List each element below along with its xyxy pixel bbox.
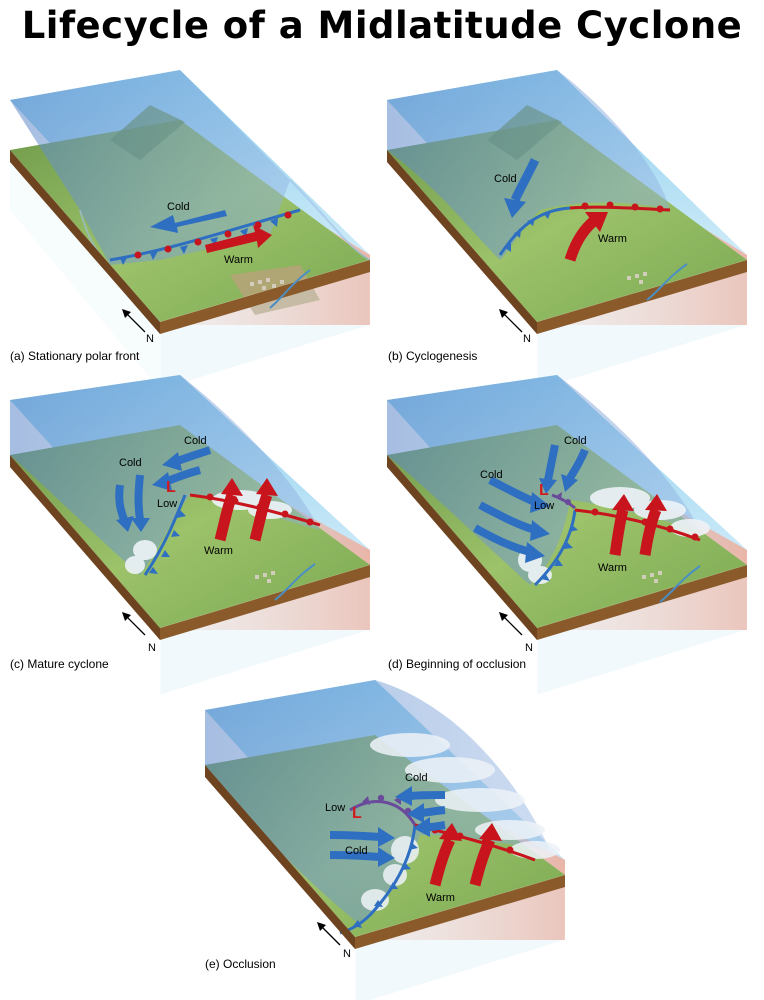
warm-air-arrows [429, 823, 502, 887]
panel-e-caption: (e) Occlusion [205, 957, 276, 971]
warm-air-arrows [214, 478, 278, 542]
cold-air-arrows [329, 786, 446, 867]
warm-label: Warm [598, 233, 627, 245]
low-label: Low [157, 498, 178, 510]
cold-label: Cold [167, 201, 190, 213]
cold-air-arrows [115, 446, 212, 532]
panel-b-diagram [387, 70, 748, 391]
cold-label-1: Cold [564, 435, 587, 447]
low-label: Low [534, 500, 555, 512]
panel-c-caption: (c) Mature cyclone [10, 657, 109, 671]
warm-label: Warm [204, 545, 233, 557]
cold-air-arrows [473, 444, 589, 563]
panel-d: Cold Cold L Low Warm N (d) Beginning of … [380, 370, 764, 696]
warm-air-arrows [609, 494, 667, 556]
panel-a-caption: (a) Stationary polar front [10, 349, 140, 363]
panel-a-diagram [10, 70, 371, 391]
warm-air-arrow [205, 225, 272, 253]
north-label: N [146, 333, 154, 345]
warm-label: Warm [224, 254, 253, 266]
cold-label: Cold [494, 173, 517, 185]
panel-e: Cold Low L Cold Warm N (e) Occlusion [190, 675, 580, 1000]
cold-air-arrow [504, 158, 540, 218]
panel-d-diagram [387, 375, 748, 696]
cold-label-2: Cold [345, 845, 368, 857]
panel-b-caption: (b) Cyclogenesis [388, 349, 478, 363]
page-title: Lifecycle of a Midlatitude Cyclone [21, 4, 743, 47]
panel-b: Cold Warm N (b) Cyclogenesis [380, 60, 764, 391]
north-label: N [148, 642, 156, 654]
warm-label: Warm [426, 892, 455, 904]
north-label: N [343, 948, 351, 960]
north-arrow-icon [499, 612, 523, 636]
cold-label-1: Cold [184, 435, 207, 447]
low-pressure-symbol: L [539, 482, 549, 499]
warm-air-arrow [564, 212, 608, 262]
north-arrow-icon [317, 922, 341, 946]
north-arrow-icon [499, 309, 523, 333]
warm-label: Warm [598, 562, 627, 574]
panel-e-diagram [205, 680, 566, 1000]
panel-c: Cold Cold L Low Warm N (c) Mature cyclon… [0, 370, 380, 696]
cold-label-2: Cold [119, 457, 142, 469]
north-arrow-icon [122, 309, 146, 333]
panel-d-caption: (d) Beginning of occlusion [388, 657, 527, 671]
panel-c-diagram [10, 375, 371, 696]
low-label: Low [325, 802, 346, 814]
low-pressure-symbol: L [352, 805, 362, 822]
panel-a: Cold Warm N (a) Stationary polar front [0, 60, 380, 391]
north-label: N [525, 642, 533, 654]
cold-air-arrow [150, 210, 227, 233]
cold-label-2: Cold [480, 469, 503, 481]
north-arrow-icon [122, 612, 146, 636]
north-label: N [523, 333, 531, 345]
low-pressure-symbol: L [166, 479, 176, 496]
cold-label-1: Cold [405, 772, 428, 784]
